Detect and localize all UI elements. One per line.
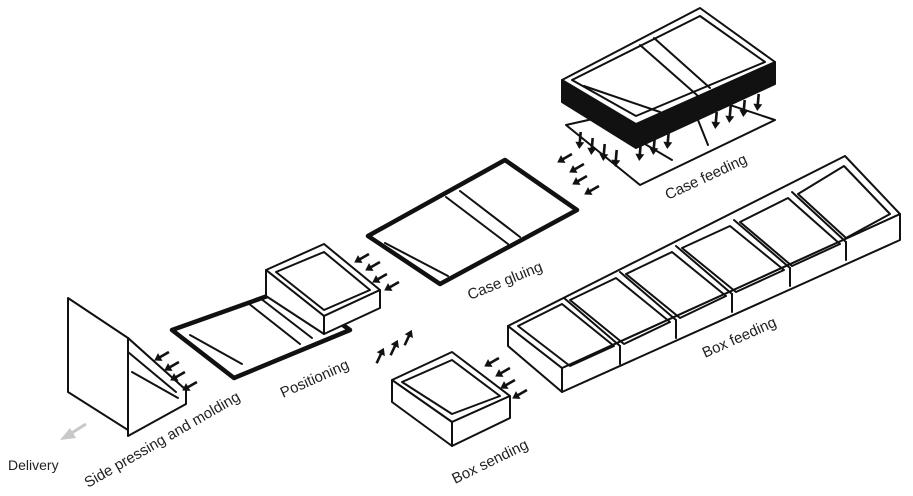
box-sending-station <box>391 351 511 447</box>
box-feeding-top <box>507 155 901 369</box>
label-positioning: Positioning <box>278 356 352 401</box>
positioning-board <box>169 285 353 381</box>
label-delivery: Delivery <box>8 457 59 473</box>
side-pressing-station <box>67 297 187 437</box>
pressing-plate-back <box>67 297 129 431</box>
positioning-station <box>169 243 381 381</box>
box-feeding-row <box>507 155 901 393</box>
positioning-box <box>265 243 381 335</box>
case-gluing-station <box>365 157 580 287</box>
delivery-arrow-icon <box>60 422 87 440</box>
case-feeding-station <box>561 7 776 186</box>
transfer-arrows-box-sending <box>371 326 418 367</box>
transfer-arrows-case-feeding <box>553 148 603 200</box>
label-box-sending: Box sending <box>449 436 531 487</box>
case-stack-top <box>561 7 776 125</box>
case-gluing-board <box>365 157 580 287</box>
